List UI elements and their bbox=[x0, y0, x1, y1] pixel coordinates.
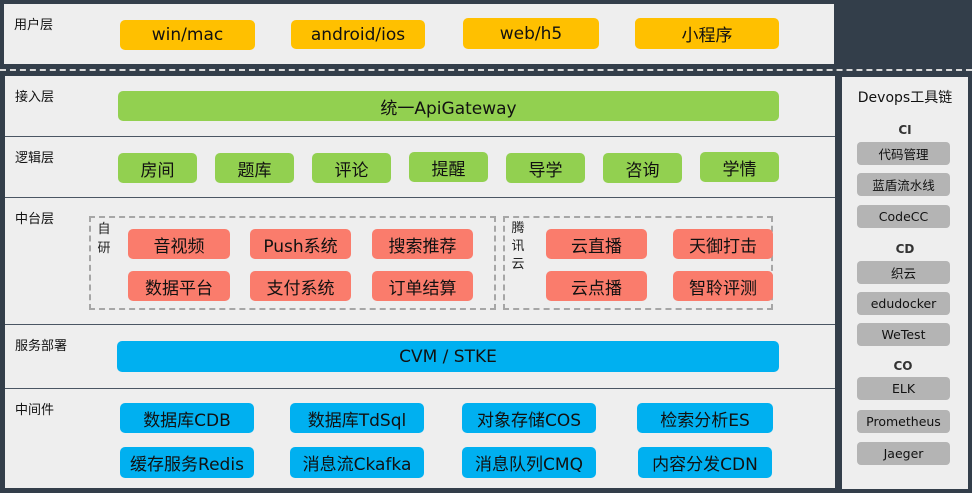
logic-comment: 评论 bbox=[312, 153, 391, 183]
label-char: 研 bbox=[97, 241, 111, 256]
cloud-tianyu-antifraud: 天御打击 bbox=[673, 229, 773, 259]
platform-push-system: Push系统 bbox=[250, 229, 351, 259]
tool-prometheus: Prometheus bbox=[857, 410, 950, 433]
cloud-live-streaming: 云直播 bbox=[546, 229, 647, 259]
self-developed-group: 自 研 音视频 Push系统 搜索推荐 数据平台 支付系统 订单结算 bbox=[89, 216, 496, 310]
logic-layer: 逻辑层 房间 题库 评论 提醒 导学 咨询 学情 bbox=[5, 136, 835, 197]
middleware-redis: 缓存服务Redis bbox=[120, 447, 254, 478]
logic-consulting: 咨询 bbox=[603, 153, 682, 183]
platform-payment-system: 支付系统 bbox=[250, 271, 351, 301]
platform-search-recommend: 搜索推荐 bbox=[372, 229, 473, 259]
tool-elk: ELK bbox=[857, 377, 950, 400]
user-layer-label: 用户层 bbox=[14, 18, 54, 33]
logic-layer-label: 逻辑层 bbox=[15, 151, 55, 166]
client-android-ios: android/ios bbox=[291, 20, 425, 49]
cloud-speech-evaluation: 智聆评测 bbox=[673, 271, 773, 301]
middleware-cdn: 内容分发CDN bbox=[638, 447, 772, 478]
logic-learning-status: 学情 bbox=[700, 152, 779, 182]
platform-audio-video: 音视频 bbox=[128, 229, 230, 259]
tool-jaeger: Jaeger bbox=[857, 442, 950, 465]
middle-platform-layer: 中台层 自 研 音视频 Push系统 搜索推荐 数据平台 支付系统 订单结算 腾… bbox=[5, 197, 835, 324]
client-web-h5: web/h5 bbox=[463, 18, 599, 49]
user-layer: 用户层 win/mac android/ios web/h5 小程序 bbox=[4, 4, 834, 64]
middleware-tdsql: 数据库TdSql bbox=[290, 403, 424, 433]
label-char: 讯 bbox=[511, 239, 525, 254]
co-heading: CO bbox=[893, 359, 913, 373]
middle-platform-label: 中台层 bbox=[15, 212, 55, 227]
tencent-cloud-group: 腾 讯 云 云直播 天御打击 云点播 智聆评测 bbox=[503, 216, 773, 310]
middleware-cdb: 数据库CDB bbox=[120, 403, 254, 433]
middleware-cos: 对象存储COS bbox=[462, 403, 596, 433]
deployment-layer: 服务部署 CVM / STKE bbox=[5, 324, 835, 388]
cloud-vod: 云点播 bbox=[546, 271, 647, 301]
middleware-es: 检索分析ES bbox=[637, 403, 773, 433]
devops-toolchain-panel: Devops工具链 CI 代码管理 蓝盾流水线 CodeCC CD 织云 edu… bbox=[842, 77, 968, 489]
logic-room: 房间 bbox=[118, 153, 197, 183]
tool-edudocker: edudocker bbox=[857, 292, 950, 315]
label-char: 腾 bbox=[511, 221, 525, 236]
client-mini-program: 小程序 bbox=[635, 18, 779, 49]
tool-codecc: CodeCC bbox=[857, 205, 950, 228]
label-char: 云 bbox=[511, 257, 525, 272]
middleware-cmq: 消息队列CMQ bbox=[462, 447, 596, 478]
logic-question-bank: 题库 bbox=[215, 153, 294, 183]
tool-wetest: WeTest bbox=[857, 323, 950, 346]
tool-bluekings-pipeline: 蓝盾流水线 bbox=[857, 173, 950, 196]
tool-zhiyun: 织云 bbox=[857, 261, 950, 284]
platform-data-platform: 数据平台 bbox=[128, 271, 230, 301]
middleware-layer-label: 中间件 bbox=[15, 403, 55, 418]
access-layer-label: 接入层 bbox=[15, 90, 55, 105]
middleware-ckafka: 消息流Ckafka bbox=[290, 447, 424, 478]
cd-heading: CD bbox=[895, 242, 915, 256]
api-gateway: 统一ApiGateway bbox=[118, 91, 779, 121]
label-char: 自 bbox=[97, 222, 111, 237]
ci-heading: CI bbox=[898, 123, 912, 137]
devops-title: Devops工具链 bbox=[857, 90, 953, 106]
middleware-layer: 中间件 数据库CDB 数据库TdSql 对象存储COS 检索分析ES 缓存服务R… bbox=[5, 388, 835, 488]
client-win-mac: win/mac bbox=[120, 20, 255, 50]
self-developed-label: 自 研 bbox=[97, 220, 111, 258]
platform-order-settlement: 订单结算 bbox=[372, 271, 473, 301]
architecture-main-panel: 接入层 统一ApiGateway 逻辑层 房间 题库 评论 提醒 导学 咨询 学… bbox=[5, 76, 835, 488]
logic-guided-learning: 导学 bbox=[506, 153, 585, 183]
boundary-divider bbox=[0, 69, 972, 71]
logic-reminder: 提醒 bbox=[409, 152, 488, 182]
tool-code-management: 代码管理 bbox=[857, 142, 950, 165]
access-layer: 接入层 统一ApiGateway bbox=[5, 76, 835, 136]
cvm-stke-platform: CVM / STKE bbox=[117, 341, 779, 372]
deployment-layer-label: 服务部署 bbox=[15, 339, 68, 354]
tencent-cloud-label: 腾 讯 云 bbox=[511, 220, 525, 274]
